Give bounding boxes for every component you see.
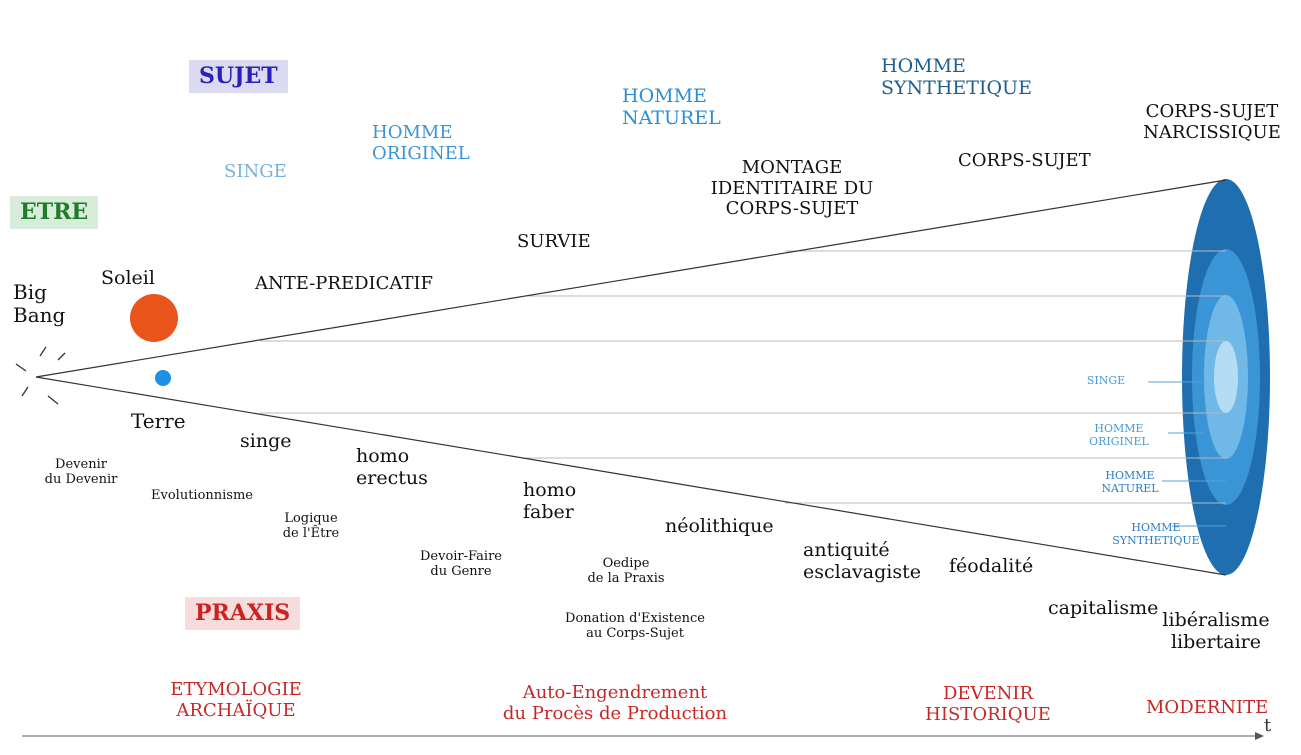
label-survie: SURVIE: [517, 231, 591, 252]
etre-heading: ETRE: [10, 196, 99, 230]
label-stage-singe: singe: [240, 430, 292, 452]
label-terre: Terre: [131, 409, 186, 433]
sujet-heading: SUJET: [189, 60, 288, 94]
label-homme-naturel: HOMME NATUREL: [622, 85, 721, 129]
label-homo-erectus: homo erectus: [356, 445, 428, 489]
label-evolutionnisme: Evolutionnisme: [151, 488, 253, 503]
cone-ring-inner: [1214, 341, 1238, 413]
label-capitalisme: capitalisme: [1048, 597, 1159, 619]
cone-label-homme-synthetique: HOMME SYNTHETIQUE: [1112, 521, 1200, 547]
label-liberalisme: libéralisme libertaire: [1162, 609, 1270, 653]
label-oedipe: Oedipe de la Praxis: [587, 556, 665, 586]
cone-label-singe: SINGE: [1086, 374, 1126, 387]
label-feodalite: féodalité: [949, 555, 1034, 577]
cone-label-homme-originel: HOMME ORIGINEL: [1089, 422, 1149, 448]
label-corps-sujet: CORPS-SUJET: [958, 150, 1091, 171]
label-neolithique: néolithique: [665, 515, 774, 537]
cone-upper-edge: [35, 179, 1227, 378]
label-auto-engendrement: Auto-Engendrement du Procès de Productio…: [502, 682, 728, 724]
label-devoir-faire: Devoir-Faire du Genre: [419, 549, 502, 579]
cone-lower-edge: [35, 376, 1227, 576]
earth-icon: [155, 370, 171, 386]
label-homo-faber: homo faber: [523, 479, 577, 523]
label-devenir-historique: DEVENIR HISTORIQUE: [925, 683, 1051, 725]
label-homme-synthetique: HOMME SYNTHETIQUE: [881, 55, 1032, 99]
label-homme-originel: HOMME ORIGINEL: [372, 122, 470, 164]
label-logique-de-letre: Logique de l'Être: [282, 511, 340, 541]
label-ante-predicatif: ANTE-PREDICATIF: [255, 273, 434, 294]
label-montage-identitaire: MONTAGE IDENTITAIRE DU CORPS-SUJET: [710, 157, 874, 220]
time-axis-arrow-icon: [1255, 732, 1264, 740]
time-axis-label: t: [1264, 715, 1272, 736]
cone-label-homme-naturel: HOMME NATUREL: [1101, 469, 1159, 495]
label-modernite: MODERNITE: [1146, 697, 1269, 718]
cone-guide-lines: [260, 250, 1226, 504]
label-big-bang: Big Bang: [13, 280, 66, 327]
praxis-heading: PRAXIS: [185, 597, 301, 631]
sun-icon: [130, 294, 178, 342]
label-etymologie-archaique: ETYMOLOGIE ARCHAÏQUE: [170, 679, 302, 721]
label-singe-top: SINGE: [224, 161, 287, 182]
big-bang-burst-icon: [15, 346, 66, 405]
label-soleil: Soleil: [101, 267, 155, 289]
cone-label-pointers: [1148, 381, 1226, 527]
label-corps-sujet-narcissique: CORPS-SUJET NARCISSIQUE: [1143, 101, 1281, 143]
label-donation: Donation d'Existence au Corps-Sujet: [565, 611, 705, 641]
label-antiquite: antiquité esclavagiste: [803, 539, 921, 583]
label-devenir-du-devenir: Devenir du Devenir: [44, 457, 118, 487]
